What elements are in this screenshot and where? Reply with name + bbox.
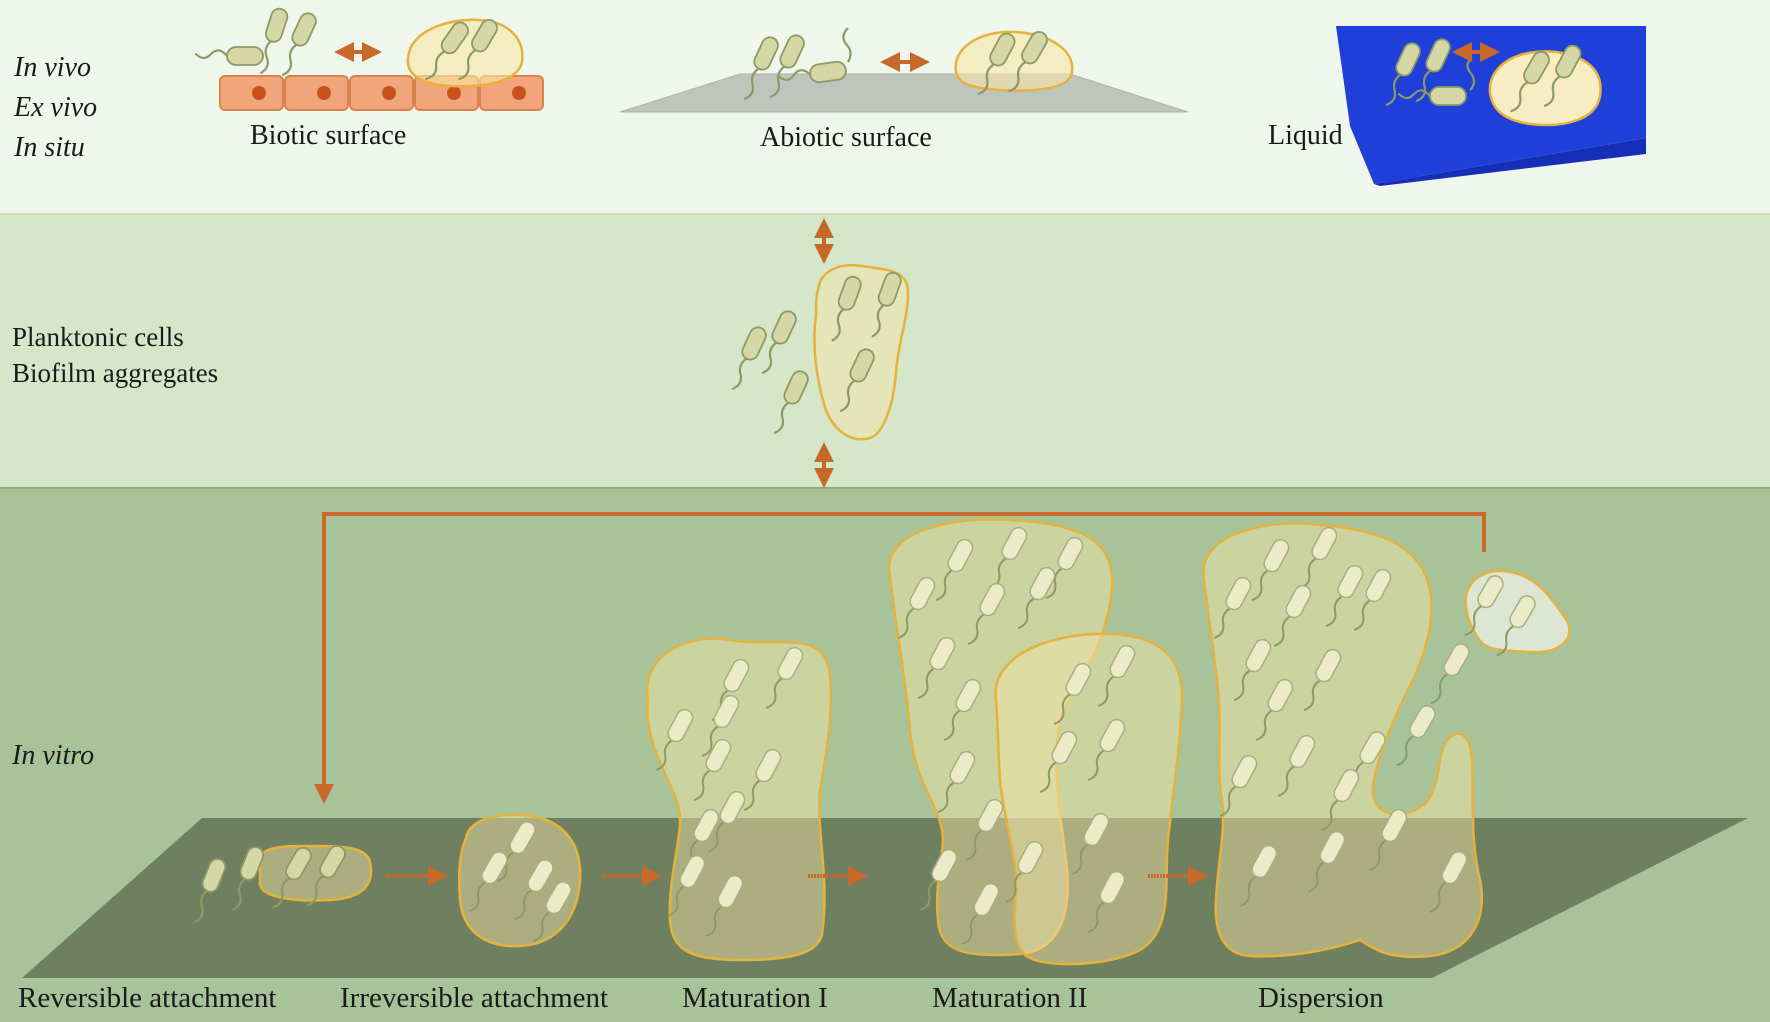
stage-label-dispersion: Dispersion: [1258, 982, 1384, 1014]
stage-maturation-2-illustration: [887, 518, 1184, 966]
biofilm-aggregates-label: Biofilm aggregates: [12, 358, 219, 388]
liquid-illustration: [1336, 26, 1646, 186]
liquid-block-side: [1374, 138, 1646, 186]
dispersion-feedback-arrow: [314, 512, 1486, 804]
stage-maturation-1-illustration: [645, 637, 833, 962]
stage-irreversible-attachment-illustration: [458, 813, 582, 948]
liquid-label: Liquid: [1268, 120, 1343, 151]
stage-label-irreversible-attachment: Irreversible attachment: [340, 982, 609, 1014]
condition-ex-vivo: Ex vivo: [14, 92, 98, 123]
stage-label-maturation-2: Maturation II: [932, 982, 1088, 1014]
stage-label-reversible-attachment: Reversible attachment: [18, 982, 277, 1014]
middle-band: [0, 214, 1770, 488]
condition-in-situ: In situ: [14, 132, 85, 163]
biotic-surface-label: Biotic surface: [250, 120, 407, 151]
abiotic-surface-label: Abiotic surface: [760, 122, 932, 153]
abiotic-surface-illustration: [619, 27, 1189, 113]
substratum-plane: [22, 818, 1748, 978]
stage-label-maturation-1: Maturation I: [682, 982, 828, 1014]
planktonic-and-aggregates-illustration: [724, 218, 910, 488]
epithelial-cells: [219, 75, 544, 111]
condition-in-vivo: In vivo: [14, 52, 91, 83]
condition-in-vitro: In vitro: [12, 740, 95, 771]
planktonic-cells-label: Planktonic cells: [12, 322, 184, 352]
stage-reversible-attachment-illustration: [186, 841, 373, 926]
biotic-surface-illustration: [194, 5, 544, 111]
stage-dispersion-illustration: [1202, 522, 1571, 959]
